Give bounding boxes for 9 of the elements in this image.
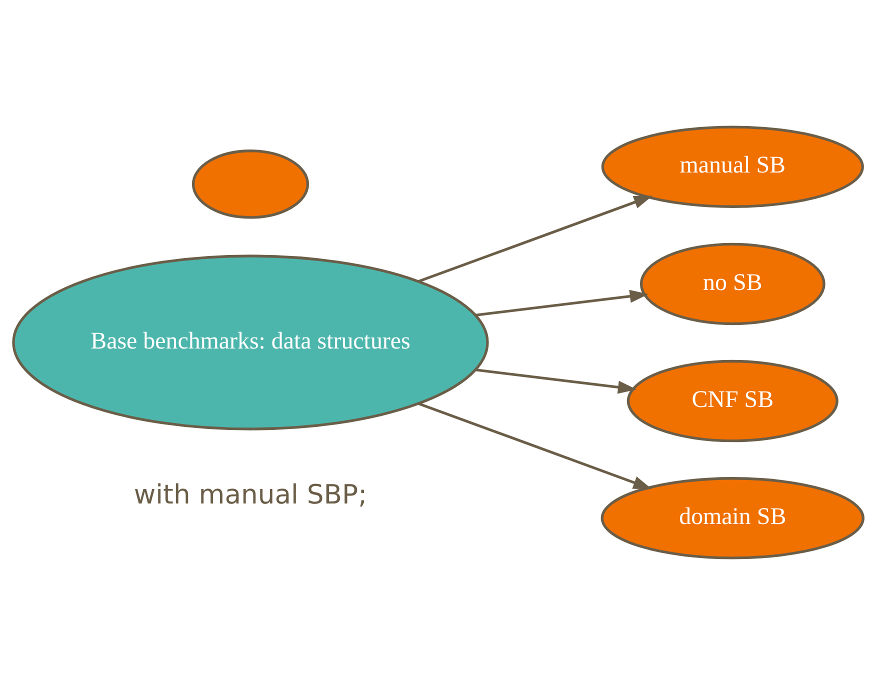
arrow	[418, 402, 652, 489]
arrow	[475, 368, 637, 394]
node-ellipse	[192, 149, 310, 218]
node-ellipse: Base benchmarks: data structures	[12, 254, 489, 430]
arrow	[418, 195, 653, 282]
node-ellipse: no SB	[640, 242, 826, 325]
label: with manual SBP;	[134, 479, 368, 510]
node-ellipse: CNF SB	[626, 359, 838, 442]
arrow	[475, 289, 649, 316]
